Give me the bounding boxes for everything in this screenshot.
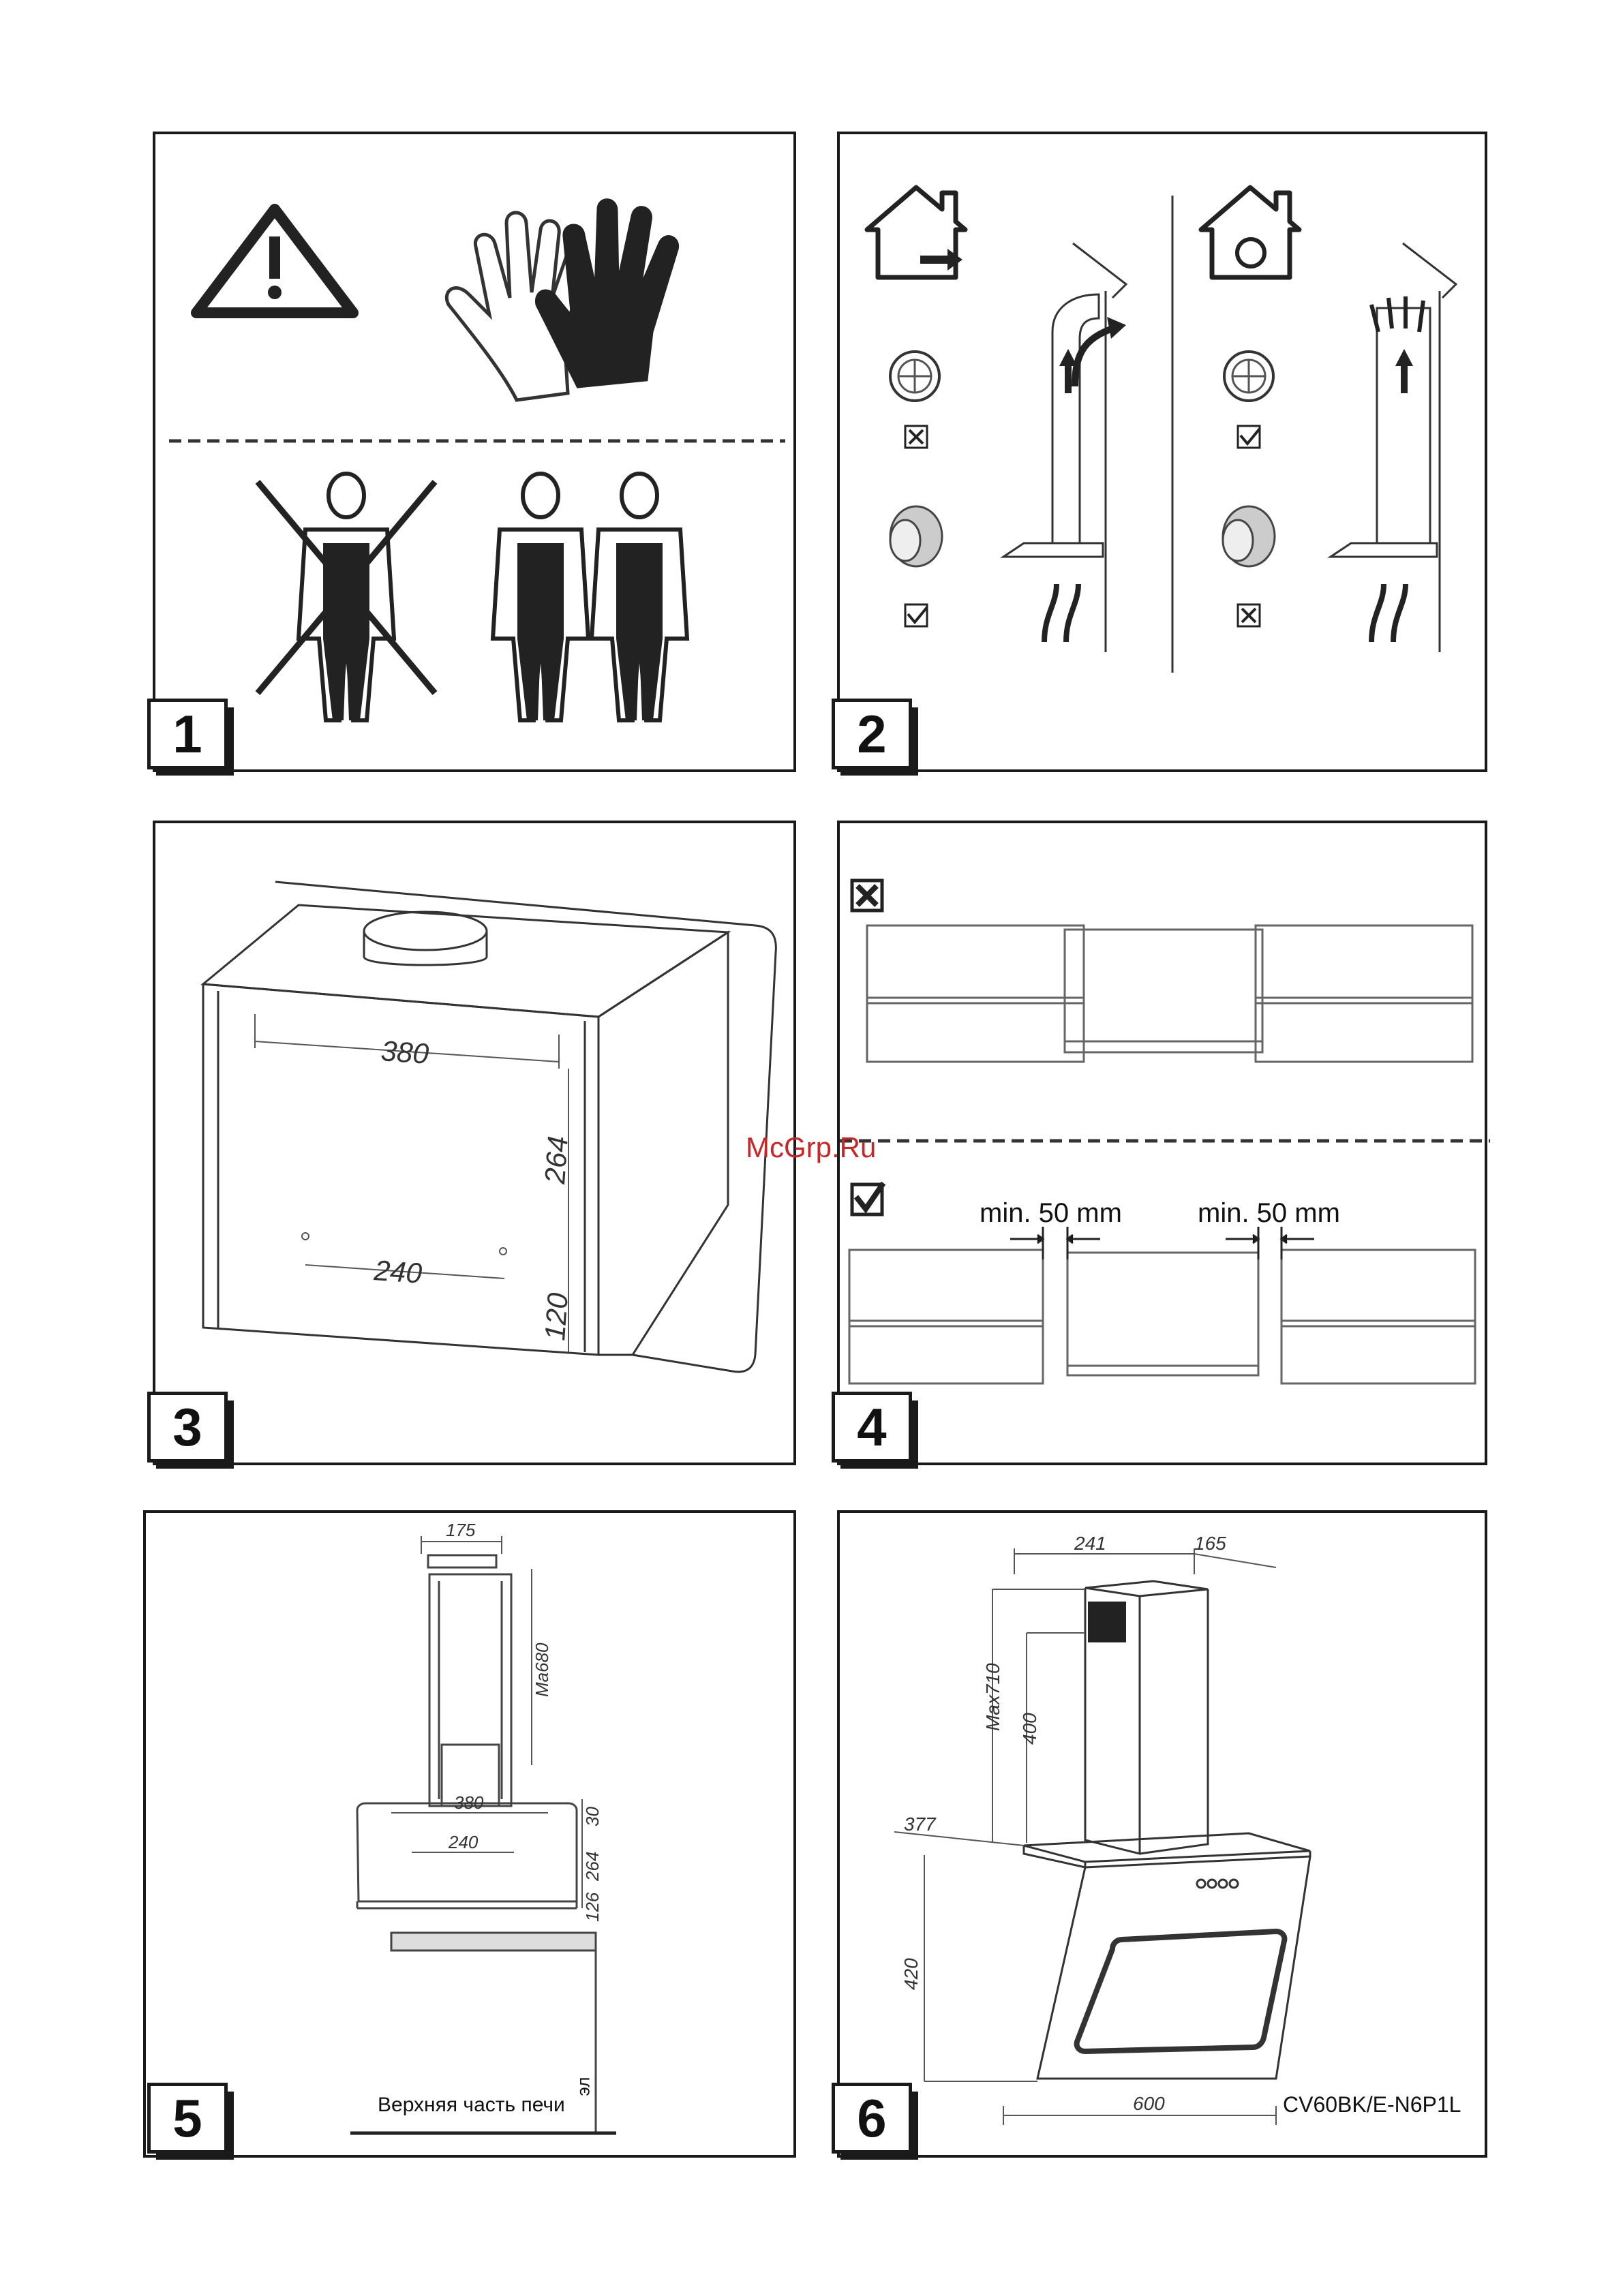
panel-2-artwork bbox=[840, 134, 1490, 775]
hood-ducted-diagram bbox=[1003, 243, 1126, 652]
panel-3-artwork: 380 264 240 120 bbox=[155, 823, 799, 1468]
check-mark-icon bbox=[852, 1183, 883, 1214]
house-exhaust-icon bbox=[867, 187, 965, 277]
panel-1: 1 bbox=[153, 132, 796, 772]
dim-126: 126 bbox=[582, 1892, 603, 1922]
gloves-icon bbox=[446, 200, 677, 400]
stove-top-label: Верхняя часть печи bbox=[378, 2094, 565, 2117]
dim-241: 241 bbox=[1074, 1533, 1106, 1554]
cabinets-wrong-drawing bbox=[867, 925, 1472, 1062]
hood-recirculation-diagram bbox=[1331, 243, 1456, 652]
panel-2: 2 bbox=[837, 132, 1487, 772]
dim-400: 400 bbox=[1019, 1713, 1040, 1745]
watermark: McGrp.Ru bbox=[746, 1131, 876, 1164]
dim-240: 240 bbox=[372, 1254, 423, 1289]
panel-1-artwork bbox=[155, 134, 799, 775]
single-person-icon bbox=[299, 474, 394, 720]
dim-380: 380 bbox=[380, 1035, 430, 1070]
min-gap-right-label: min. 50 mm bbox=[1198, 1198, 1340, 1229]
hood-body-drawing bbox=[203, 882, 776, 1372]
filter-icon-2 bbox=[1224, 352, 1273, 401]
min-gap-left-label: min. 50 mm bbox=[980, 1198, 1122, 1229]
house-recirculation-icon bbox=[1201, 187, 1299, 277]
carbon-filter-icon-2 bbox=[1223, 506, 1275, 566]
no-mark-icon bbox=[852, 881, 882, 910]
panel-4: min. 50 mm min. 50 mm 4 bbox=[837, 821, 1487, 1465]
dimension-lines bbox=[391, 1536, 582, 1908]
filter-icon bbox=[890, 352, 939, 401]
dim-377: 377 bbox=[904, 1813, 937, 1835]
panel-5: 175 Ma680 30 380 264 240 126 Верхняя час… bbox=[143, 1510, 796, 2158]
panel-6-artwork: 241 165 Max710 400 377 420 600 bbox=[840, 1513, 1490, 2160]
dim-30: 30 bbox=[582, 1807, 603, 1826]
check-mark-icon-2 bbox=[1238, 426, 1260, 448]
dim-175: 175 bbox=[446, 1520, 476, 1540]
panel-number: 5 bbox=[147, 2083, 228, 2154]
panel-number: 2 bbox=[832, 699, 912, 769]
el-label: эл bbox=[573, 2077, 594, 2096]
panel-5-artwork: 175 Ma680 30 380 264 240 126 bbox=[146, 1513, 799, 2160]
dim-max710: Max710 bbox=[982, 1663, 1003, 1731]
two-persons-icon bbox=[493, 474, 687, 720]
panel-number: 4 bbox=[832, 1392, 912, 1463]
gap-markers bbox=[1010, 1227, 1314, 1259]
panel-4-artwork bbox=[840, 823, 1490, 1468]
dim-120: 120 bbox=[539, 1291, 574, 1342]
dim-240: 240 bbox=[448, 1832, 479, 1852]
dim-264: 264 bbox=[539, 1135, 574, 1185]
panel-number: 6 bbox=[832, 2083, 912, 2154]
panel-number: 1 bbox=[147, 699, 228, 769]
dim-420: 420 bbox=[900, 1958, 922, 1990]
panel-6: 241 165 Max710 400 377 420 600 CV60BK/E-… bbox=[837, 1510, 1487, 2158]
no-mark-icon-2 bbox=[1238, 604, 1260, 626]
panel-3: 380 264 240 120 3 bbox=[153, 821, 796, 1465]
dim-ma680: Ma680 bbox=[532, 1642, 552, 1697]
hood-3d-drawing bbox=[1024, 1581, 1310, 2079]
cabinets-correct-drawing bbox=[849, 1250, 1475, 1383]
dim-264: 264 bbox=[582, 1852, 603, 1882]
panel-number: 3 bbox=[147, 1392, 228, 1463]
model-label: CV60BK/E-N6P1L bbox=[1283, 2092, 1461, 2117]
hood-front-drawing bbox=[350, 1555, 616, 2133]
carbon-filter-icon bbox=[890, 506, 942, 566]
check-mark-icon bbox=[905, 604, 927, 626]
warning-icon bbox=[196, 209, 353, 313]
dim-165: 165 bbox=[1194, 1533, 1226, 1554]
dim-600: 600 bbox=[1133, 2093, 1165, 2114]
no-mark-icon bbox=[905, 426, 927, 448]
dim-380: 380 bbox=[454, 1792, 484, 1813]
